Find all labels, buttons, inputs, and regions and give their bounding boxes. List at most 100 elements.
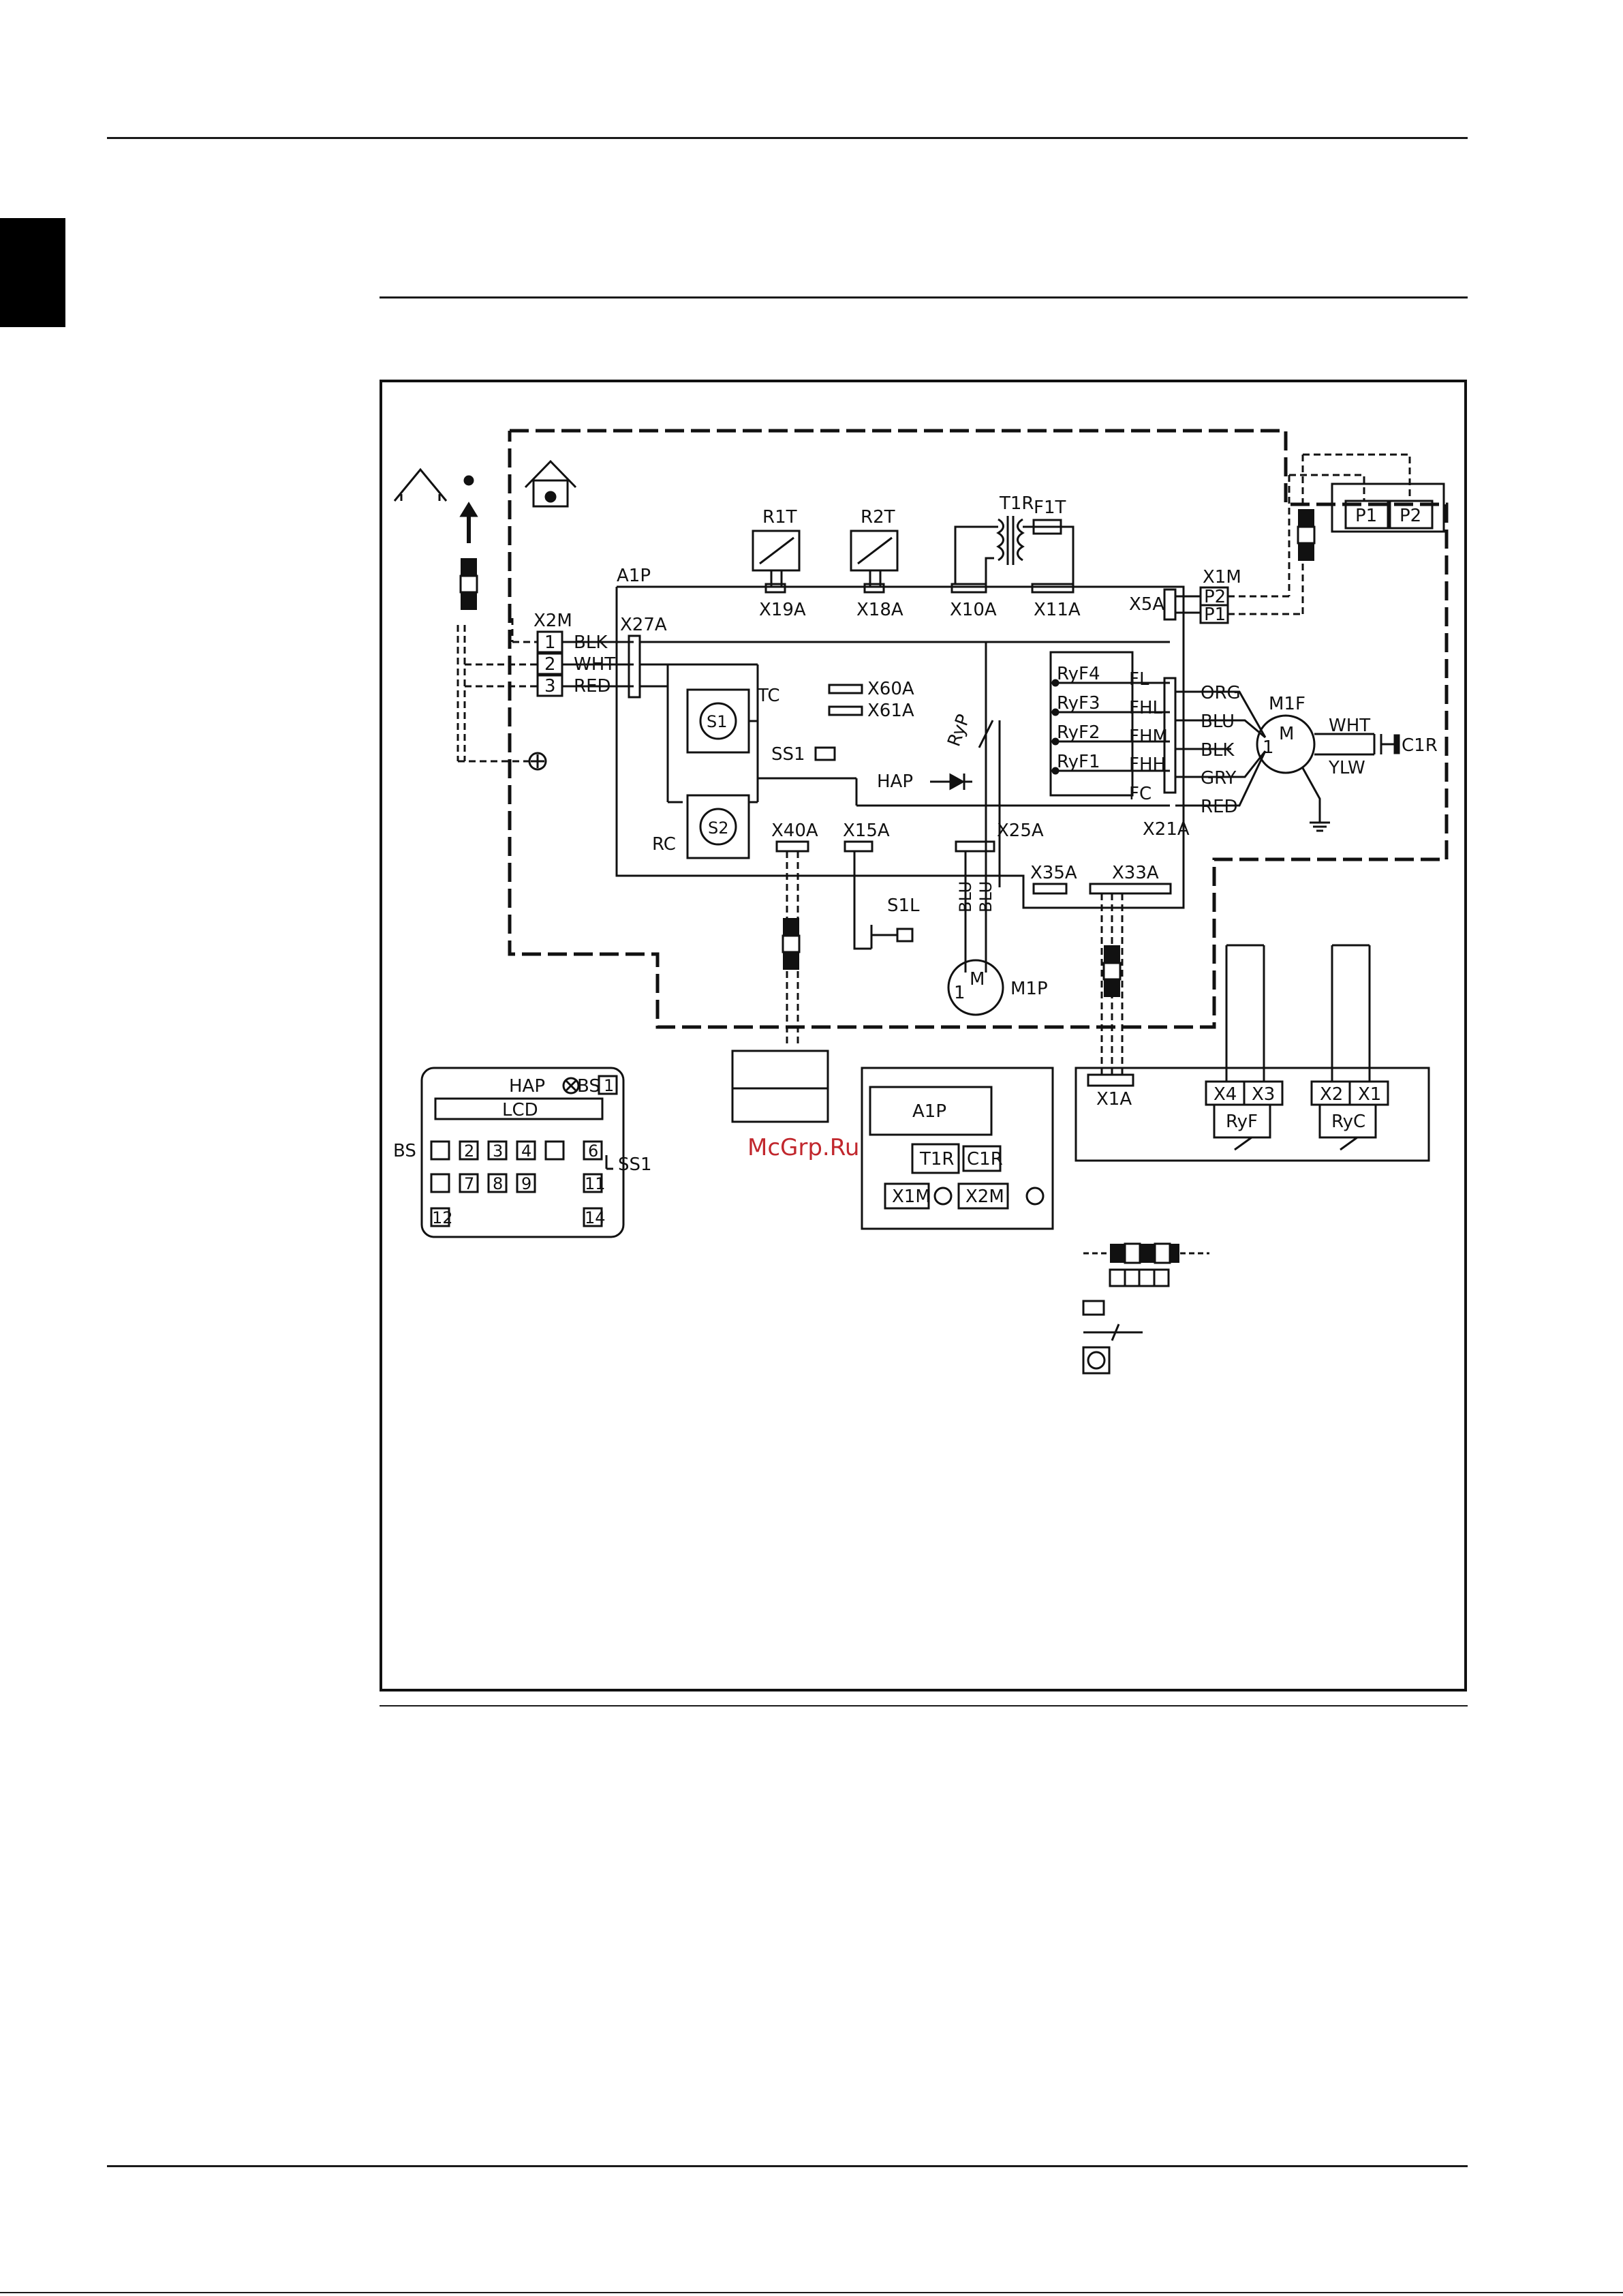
button-2 [459, 1140, 479, 1161]
x25a-connector [955, 840, 995, 853]
wiring-diagram: A1P R1T R2T T1R F1T X2M X27A X19A X18A X… [393, 429, 1449, 1375]
side-tab [0, 218, 65, 327]
label-f1t: F1T [1034, 498, 1066, 518]
label-x10a: X10A [950, 600, 997, 620]
layout-a1p [869, 1086, 993, 1136]
label-remote-btn-9: 9 [521, 1174, 531, 1193]
label-x1a: X1A [1096, 1089, 1132, 1109]
house-indoor-icon [532, 479, 569, 508]
label-remote-btn-4: 4 [521, 1142, 531, 1161]
ryf-relay [1213, 1103, 1271, 1139]
pcb-a1p [615, 585, 1185, 909]
m1f-fan-motor [1256, 714, 1316, 774]
label-wire-gry: GRY [1201, 768, 1237, 789]
label-a1p: A1P [617, 566, 651, 586]
label-x11a: X11A [1034, 600, 1081, 620]
label-wire-wht-cap: WHT [1329, 716, 1370, 736]
button-blank-row3 [430, 1173, 450, 1193]
lcd-display [434, 1097, 604, 1120]
ryf-relay-group [1049, 651, 1134, 797]
outdoor-dot [463, 475, 474, 486]
label-remote-hap: HAP [509, 1076, 545, 1097]
label-remote-btn-14: 14 [585, 1208, 606, 1227]
label-wire-blu-pump-2: BLU [976, 881, 995, 913]
label-x1: X1 [1358, 1084, 1381, 1105]
layout-c1r [962, 1145, 1002, 1172]
label-terminal-3: 3 [544, 676, 556, 697]
label-x19a: X19A [759, 600, 806, 620]
label-s1l: S1L [887, 896, 920, 916]
ferrite-core-p [1297, 508, 1316, 562]
component-layout-box [861, 1067, 1054, 1230]
p-terminal-box [1331, 483, 1445, 533]
label-r2t: R2T [861, 507, 895, 527]
label-x18a: X18A [856, 600, 903, 620]
s1l-float-switch [853, 851, 871, 950]
button-8 [487, 1173, 508, 1193]
p1-terminal [1344, 500, 1389, 530]
label-terminal-1: 1 [544, 632, 556, 653]
label-ryp: RyP [944, 711, 974, 749]
label-wire-red: RED [1201, 797, 1238, 817]
label-layout-c1r: C1R [967, 1149, 1003, 1169]
label-remote-btn-1: 1 [604, 1076, 614, 1095]
button-14 [583, 1207, 603, 1227]
label-s2: S2 [708, 818, 729, 838]
label-remote-btn-6: 6 [588, 1142, 598, 1161]
button-11 [583, 1173, 603, 1193]
label-c1r: C1R [1402, 735, 1438, 756]
ferrite-core-x33a [1102, 944, 1122, 998]
x5a-connector [1163, 588, 1177, 621]
f1t-fuse [1032, 519, 1062, 535]
label-x2: X2 [1320, 1084, 1343, 1105]
label-m1p: M1P [1010, 979, 1048, 999]
label-remote-btn-12: 12 [432, 1208, 453, 1227]
label-x15a: X15A [843, 821, 890, 841]
label-x60a: X60A [867, 679, 914, 699]
label-x35a: X35A [1030, 863, 1077, 883]
label-remote-btn-11: 11 [585, 1174, 606, 1193]
button-9 [516, 1173, 536, 1193]
label-fhh: FHH [1129, 754, 1166, 775]
label-x5a: X5A [1129, 594, 1164, 615]
label-m1p-one: 1 [954, 983, 965, 1003]
watermark-text: McGrp.Ru [747, 1134, 859, 1161]
bottom-frame-rule [380, 1705, 1468, 1706]
ferrite-core-x40a [782, 917, 801, 971]
external-adaptor-box [1075, 1067, 1430, 1162]
label-remote-btn-7: 7 [464, 1174, 474, 1193]
x40a-connector [775, 840, 809, 853]
header-rule [107, 137, 1468, 139]
label-x33a: X33A [1112, 863, 1159, 883]
label-r1t: R1T [762, 507, 797, 527]
label-x27a: X27A [620, 615, 667, 635]
label-x3: X3 [1252, 1084, 1275, 1105]
page-edge-rule [0, 2292, 1623, 2293]
label-ryf4: RyF4 [1057, 664, 1100, 684]
remote-controller-panel [420, 1067, 625, 1238]
label-ryf: RyF [1226, 1112, 1258, 1132]
label-m1f: M1F [1269, 694, 1305, 714]
earth-symbol [528, 752, 547, 771]
label-x2m: X2M [534, 611, 572, 631]
label-wire-blu-pump-1: BLU [956, 881, 975, 913]
label-remote-bs-left: BS [393, 1141, 416, 1161]
button-6 [583, 1140, 603, 1161]
label-m1p-m: M [970, 969, 985, 990]
r1t-thermistor [752, 530, 801, 572]
ryc-relay [1318, 1103, 1377, 1139]
label-fhm: FHM [1129, 726, 1168, 747]
label-wire-org: ORG [1201, 683, 1241, 703]
label-x1m-p1: P1 [1204, 604, 1226, 625]
label-layout-t1r: T1R [919, 1149, 955, 1169]
label-layout-x1m: X1M [892, 1187, 931, 1207]
layout-t1r [911, 1143, 960, 1174]
label-wire-blk-left: BLK [574, 632, 608, 653]
label-x25a: X25A [997, 821, 1044, 841]
label-ss1: SS1 [771, 744, 805, 765]
x21a-connector [1163, 677, 1177, 794]
label-wire-red-left: RED [574, 676, 611, 697]
unit-boundary [508, 429, 1449, 1029]
layout-x2m [957, 1182, 1009, 1210]
label-remote-lcd: LCD [502, 1100, 538, 1120]
